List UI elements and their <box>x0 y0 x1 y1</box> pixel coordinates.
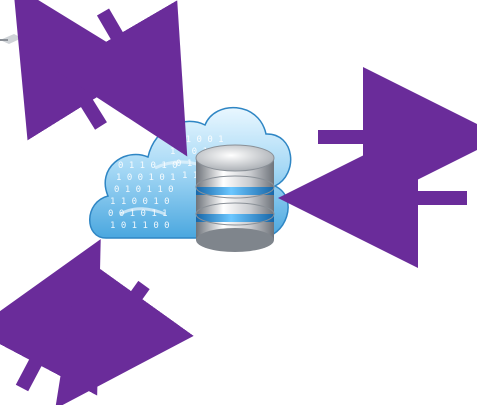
binary-row: 0 1 1 0 1 0 <box>118 161 178 171</box>
binary-row: 1 0 1 1 0 0 <box>110 221 170 231</box>
binary-row: 0 1 0 1 1 0 <box>114 185 174 195</box>
binary-row: 0 0 1 0 1 1 <box>108 209 168 219</box>
binary-row: 1 0 0 1 0 1 <box>116 173 176 183</box>
database-icon <box>195 144 275 252</box>
cable-fragment-icon <box>0 34 22 44</box>
binary-row: 0 1 1 0 0 1 <box>164 135 224 145</box>
binary-row: 1 1 0 0 1 0 <box>110 197 170 207</box>
